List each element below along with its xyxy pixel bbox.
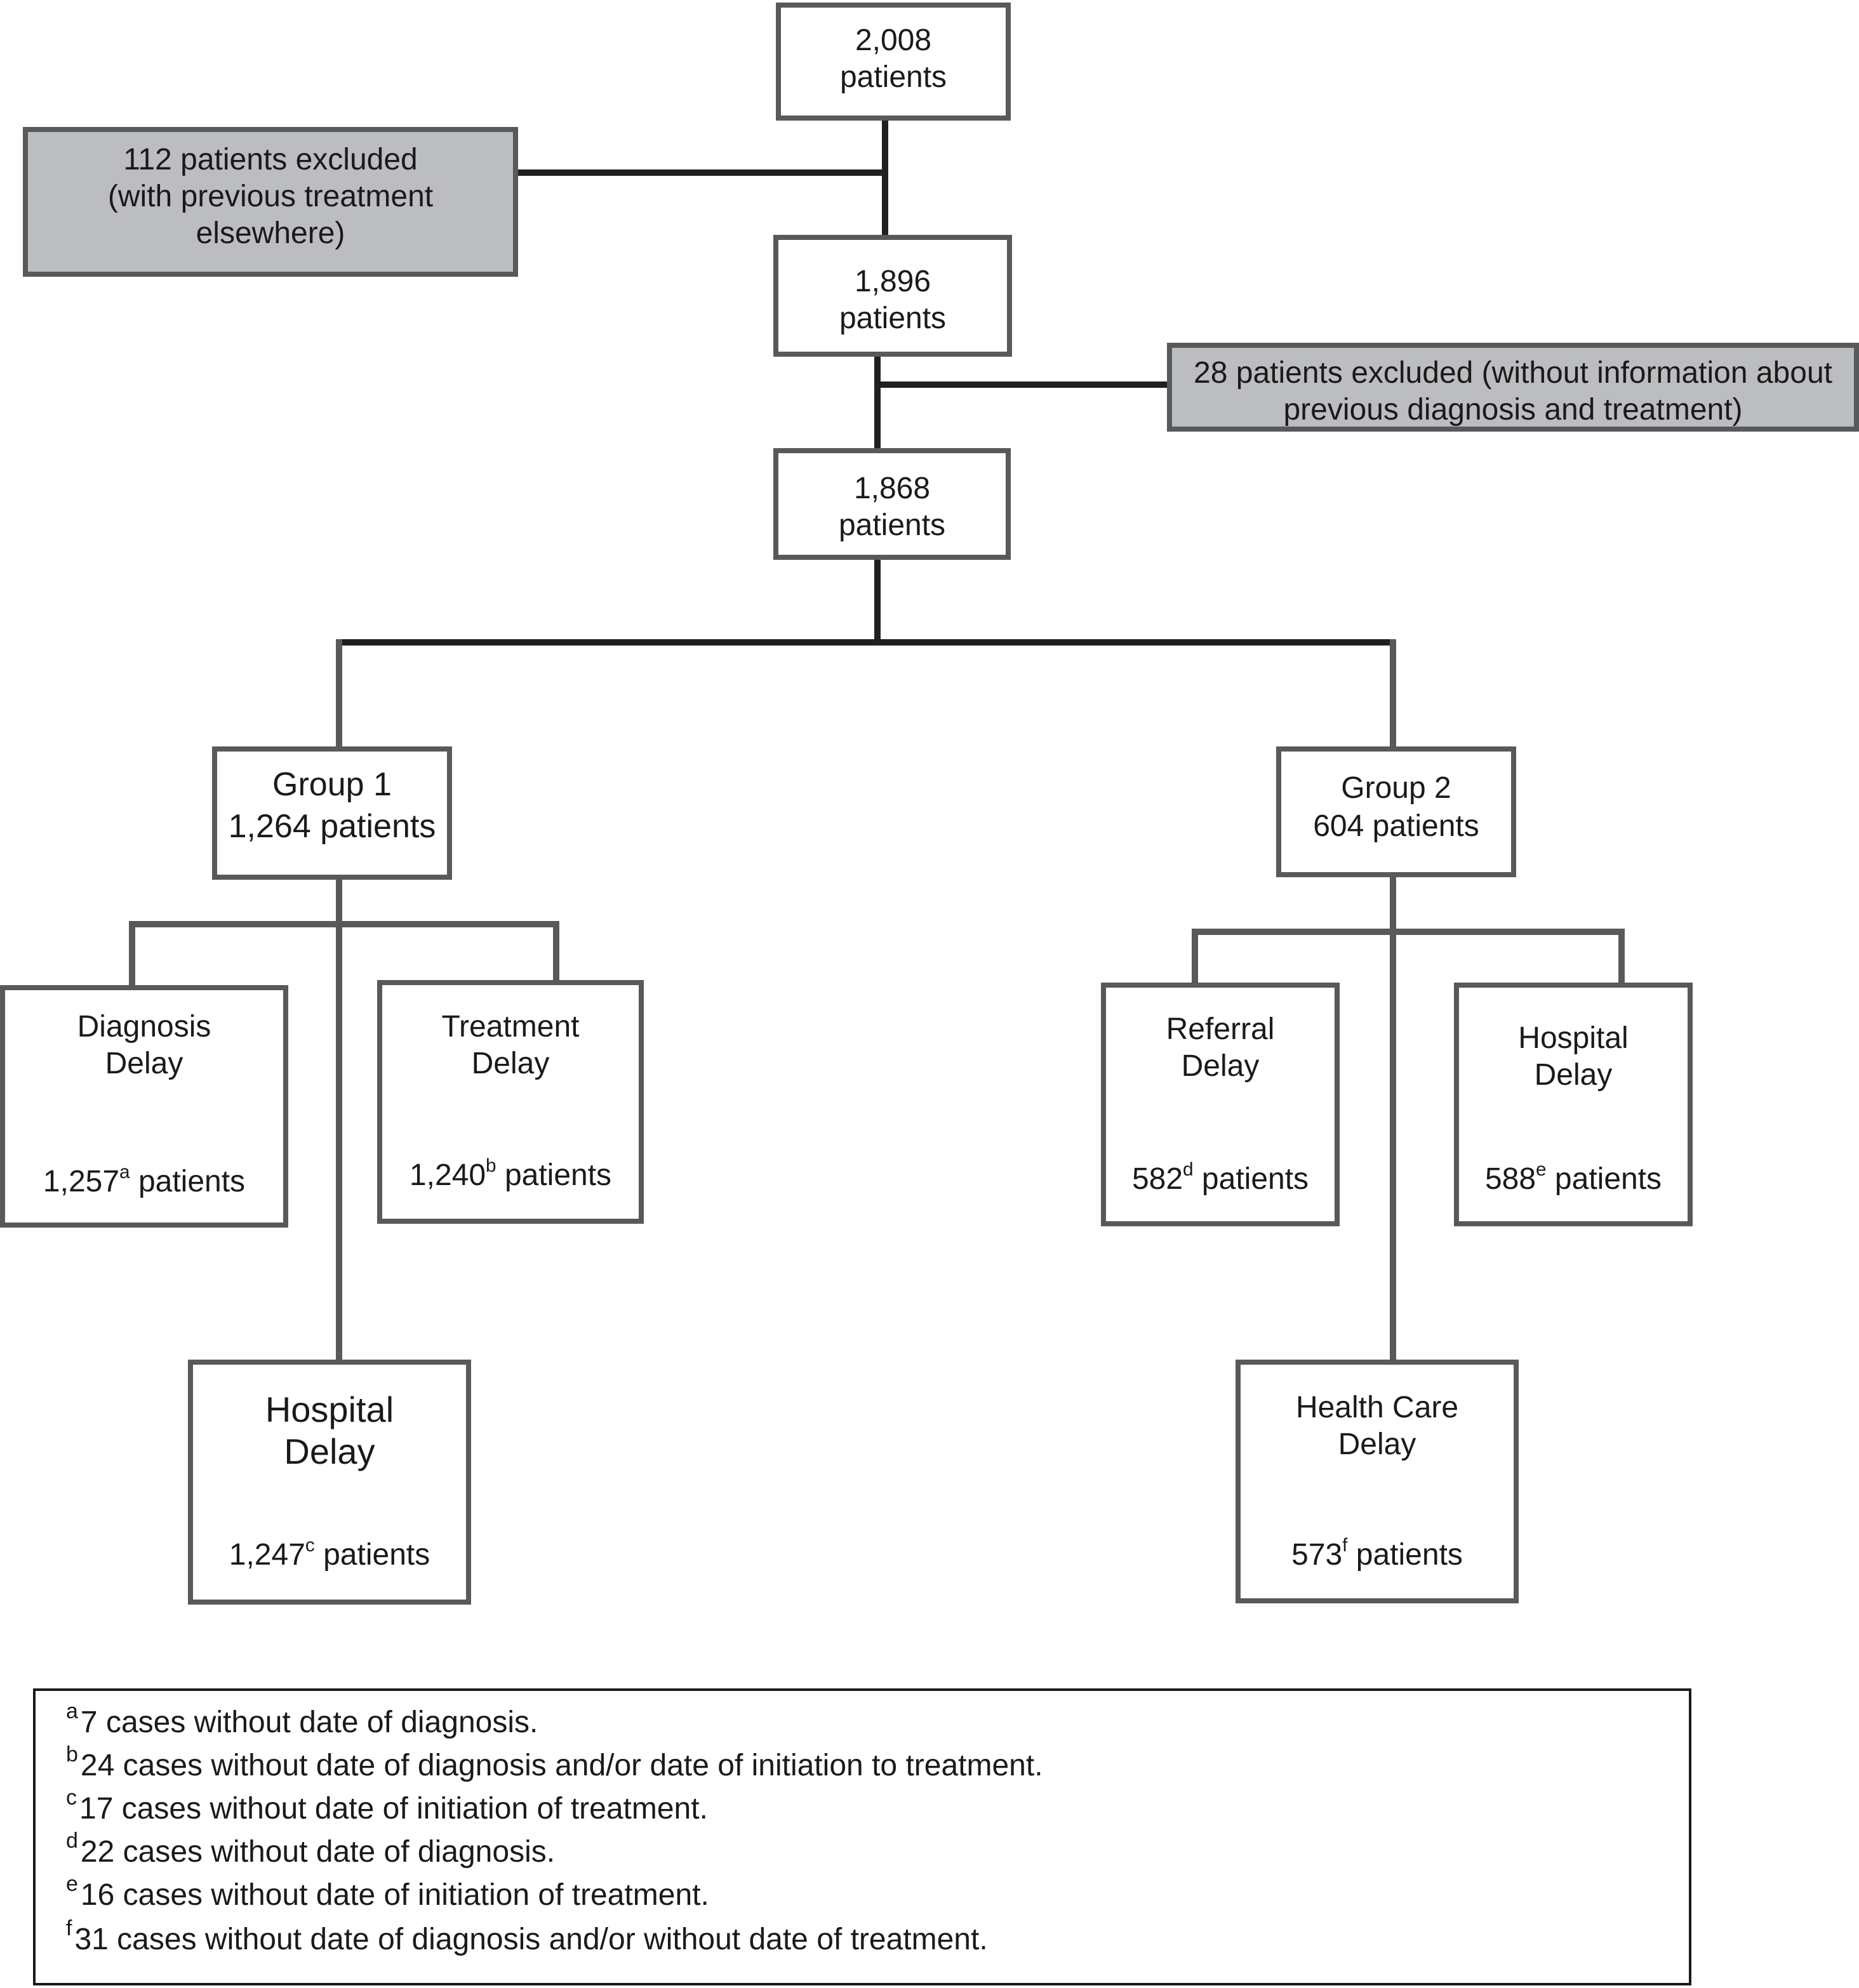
footnote: a7 cases without date of diagnosis.	[66, 1699, 538, 1740]
node-count: 573	[1291, 1538, 1343, 1572]
node-line: Treatment	[441, 1010, 580, 1044]
footnote: f31 cases without date of diagnosis and/…	[66, 1916, 988, 1957]
node-line: Delay	[1338, 1428, 1416, 1461]
node-final-cohort: 1,868 patients	[773, 448, 1011, 560]
node-g2-referral-delay: Referral Delay 582d patients	[1101, 983, 1340, 1226]
node-line: elsewhere)	[196, 216, 345, 250]
node-count-line: 573f patients	[1241, 1536, 1514, 1574]
footnote-mark: f	[66, 1916, 72, 1940]
footnote-mark: f	[1342, 1535, 1348, 1556]
node-value: 1,896	[854, 265, 931, 298]
node-unit: patients	[1554, 1162, 1662, 1196]
node-g1-diagnosis-delay: Diagnosis Delay 1,257a patients	[0, 985, 288, 1228]
footnote-mark: c	[305, 1535, 315, 1556]
node-line: Delay	[284, 1431, 375, 1471]
node-count-line: 588e patients	[1459, 1160, 1688, 1198]
node-g1-hospital-delay: Hospital Delay 1,247c patients	[188, 1360, 471, 1605]
node-after-first-exclusion: 1,896 patients	[773, 235, 1012, 357]
group-count: 604 patients	[1313, 809, 1479, 843]
footnote-text: 7 cases without date of diagnosis.	[80, 1706, 538, 1739]
node-line: Health Care	[1295, 1391, 1459, 1424]
node-count: 1,257	[43, 1165, 120, 1198]
footnote-mark: d	[66, 1829, 78, 1853]
node-unit: patients	[1356, 1538, 1463, 1572]
node-count: 582	[1131, 1162, 1183, 1196]
group-title: Group 1	[272, 766, 392, 803]
footnote-text: 17 cases without date of initiation of t…	[79, 1792, 708, 1826]
footnote: d22 cases without date of diagnosis.	[66, 1829, 556, 1869]
node-unit: patients	[323, 1538, 430, 1572]
node-value: 1,868	[853, 472, 931, 505]
footnote-mark: a	[66, 1699, 78, 1723]
footnotes-box: a7 cases without date of diagnosis. b24 …	[33, 1688, 1691, 1985]
node-excluded-no-information: 28 patients excluded (without informatio…	[1167, 343, 1859, 432]
group-count: 1,264 patients	[228, 808, 436, 845]
footnote: b24 cases without date of diagnosis and/…	[66, 1742, 1043, 1783]
footnote-mark: c	[66, 1786, 77, 1810]
footnote: e16 cases without date of initiation of …	[66, 1872, 709, 1912]
node-line: previous diagnosis and treatment)	[1283, 393, 1743, 427]
node-line: (with previous treatment	[107, 180, 434, 213]
footnote-mark: d	[1183, 1159, 1194, 1181]
footnote-text: 31 cases without date of diagnosis and/o…	[74, 1923, 988, 1956]
footnote-mark: b	[66, 1742, 78, 1766]
node-count: 588	[1484, 1162, 1536, 1196]
group-title: Group 2	[1341, 771, 1451, 805]
node-group-1: Group 1 1,264 patients	[212, 746, 452, 880]
node-count-line: 582d patients	[1106, 1160, 1335, 1198]
node-value: 2,008	[855, 23, 932, 57]
node-count-line: 1,247c patients	[193, 1536, 466, 1574]
footnote-mark: e	[1536, 1159, 1547, 1181]
node-count: 1,240	[409, 1158, 486, 1192]
node-line: Delay	[105, 1047, 183, 1080]
footnote: c17 cases without date of initiation of …	[66, 1786, 708, 1826]
node-g1-treatment-delay: Treatment Delay 1,240b patients	[377, 980, 644, 1224]
node-line: 112 patients excluded	[123, 143, 418, 176]
node-line: Delay	[1181, 1049, 1260, 1083]
node-line: Diagnosis	[77, 1010, 211, 1044]
node-line: Referral	[1166, 1012, 1275, 1046]
node-label: patients	[839, 60, 947, 94]
node-excluded-previous-treatment: 112 patients excluded (with previous tre…	[23, 127, 518, 277]
node-unit: patients	[1201, 1162, 1309, 1196]
footnote-text: 16 cases without date of initiation of t…	[80, 1878, 709, 1912]
node-line: Hospital	[265, 1389, 394, 1429]
node-line: 28 patients excluded (without informatio…	[1194, 356, 1832, 390]
footnote-text: 22 cases without date of diagnosis.	[80, 1835, 556, 1869]
node-line: Delay	[471, 1047, 550, 1080]
node-g2-hospital-delay: Hospital Delay 588e patients	[1454, 983, 1693, 1226]
node-total-patients: 2,008 patients	[776, 3, 1011, 121]
node-g2-health-care-delay: Health Care Delay 573f patients	[1236, 1360, 1519, 1603]
footnote-mark: a	[119, 1162, 130, 1183]
footnote-mark: b	[486, 1155, 496, 1177]
node-unit: patients	[504, 1158, 612, 1192]
node-count-line: 1,240b patients	[382, 1156, 639, 1195]
node-label: patients	[839, 302, 947, 335]
node-count: 1,247	[229, 1538, 305, 1572]
node-line: Hospital	[1518, 1021, 1629, 1055]
node-line: Delay	[1534, 1058, 1613, 1092]
footnote-text: 24 cases without date of diagnosis and/o…	[80, 1749, 1043, 1782]
node-label: patients	[838, 508, 946, 542]
node-group-2: Group 2 604 patients	[1276, 746, 1516, 877]
node-count-line: 1,257a patients	[5, 1163, 283, 1201]
footnote-mark: e	[66, 1872, 78, 1896]
node-unit: patients	[138, 1165, 246, 1198]
